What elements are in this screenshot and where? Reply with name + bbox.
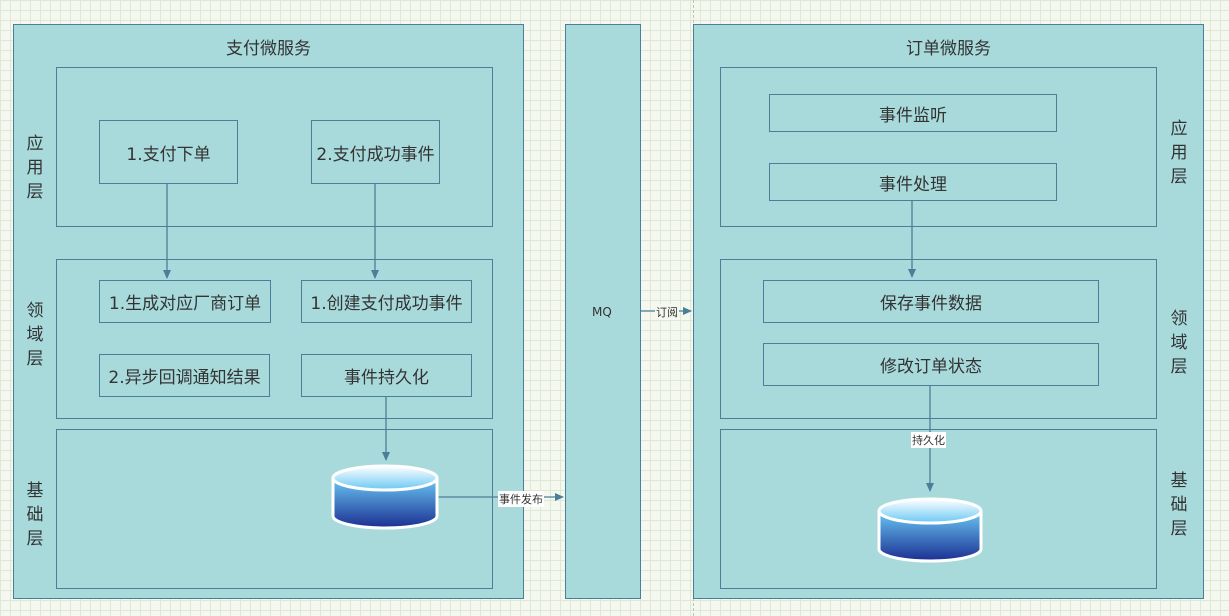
payment-service-title: 支付微服务 (226, 39, 311, 59)
publish-edge-label: 事件发布 (498, 491, 544, 507)
update-order-status-node[interactable]: 修改订单状态 (763, 343, 1099, 386)
mq-panel[interactable]: MQ (565, 24, 641, 599)
subscribe-edge-label: 订阅 (655, 304, 679, 320)
event-handle-node[interactable]: 事件处理 (769, 163, 1057, 201)
payment-service-panel[interactable]: 支付微服务 应用层 领域层 基础层 1.支付下单 2.支付成功事件 1.生成对应… (13, 24, 524, 599)
payment-infra-layer-label: 基础层 (26, 481, 44, 549)
mq-label: MQ (592, 305, 612, 319)
payment-domain-layer-label: 领域层 (26, 301, 44, 369)
order-infra-layer-label: 基础层 (1170, 471, 1188, 539)
create-pay-success-event-node[interactable]: 1.创建支付成功事件 (301, 280, 472, 323)
order-domain-layer-label: 领域层 (1170, 309, 1188, 377)
save-event-data-node[interactable]: 保存事件数据 (763, 280, 1099, 323)
event-listen-node[interactable]: 事件监听 (769, 94, 1057, 132)
order-service-panel[interactable]: 订单微服务 应用层 领域层 基础层 事件监听 事件处理 保存事件数据 修改订单状… (693, 24, 1204, 599)
persist-edge-label: 持久化 (911, 432, 946, 448)
payment-infra-layer[interactable] (56, 429, 493, 589)
order-service-title: 订单微服务 (906, 39, 991, 59)
async-callback-notify-node[interactable]: 2.异步回调通知结果 (99, 354, 270, 397)
pay-order-node[interactable]: 1.支付下单 (99, 120, 238, 184)
pay-success-event-node[interactable]: 2.支付成功事件 (311, 120, 440, 184)
payment-app-layer-label: 应用层 (26, 134, 44, 202)
event-persistence-node[interactable]: 事件持久化 (301, 354, 472, 397)
order-app-layer-label: 应用层 (1170, 119, 1188, 187)
create-vendor-order-node[interactable]: 1.生成对应厂商订单 (99, 280, 271, 323)
order-app-layer[interactable] (720, 67, 1157, 227)
order-infra-layer[interactable] (720, 429, 1157, 589)
